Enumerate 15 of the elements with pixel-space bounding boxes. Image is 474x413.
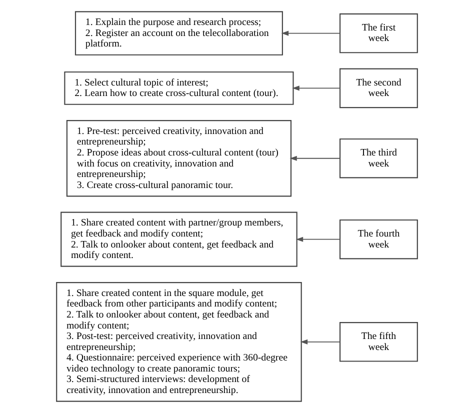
node-box: The second week [339,68,418,108]
node-box: The first week [339,13,418,54]
node-box: 1. Share created content with partner/group members, get feedback and modify content; 2. Talk to onlooker about content, get feedback and modify content. [60,212,298,267]
node-box: 1. Pre-test: perceived creativity, innovation and entrepreneurship; 2. Propose ideas about cross-cultural content (tour) with focus on creativity, innovation and entrepreneurship; 3. Create cross-cultural panoramic tour. [66,120,292,197]
node-box: The fifth week [339,322,418,362]
arrow [290,156,340,161]
node-box: 1. Select cultural topic of interest; 2. Learn how to create cross-cultural content (tour). [64,71,294,105]
node-box: 1. Explain the purpose and research process; 2. Register an account on the telecollaboration platform. [74,11,283,56]
arrow [281,30,340,36]
arrow [300,339,340,344]
arrow [296,236,340,242]
node-box: The third week [339,138,418,178]
node-box: 1. Share created content in the square module, get feedback from other participants and modify content; 2. Talk to onlooker about content, get feedback and modify content; 3. Post-test: perceived creativity, innovation and entrepreneurship; 4. Questionnaire: perceived experience with 360-degree video technology to create panoramic tours; 3. Semi-structured interviews: development of creativity, innovation and entrepreneurship. [56,282,302,402]
node-box: The fourth week [339,219,418,260]
arrow [292,86,340,91]
